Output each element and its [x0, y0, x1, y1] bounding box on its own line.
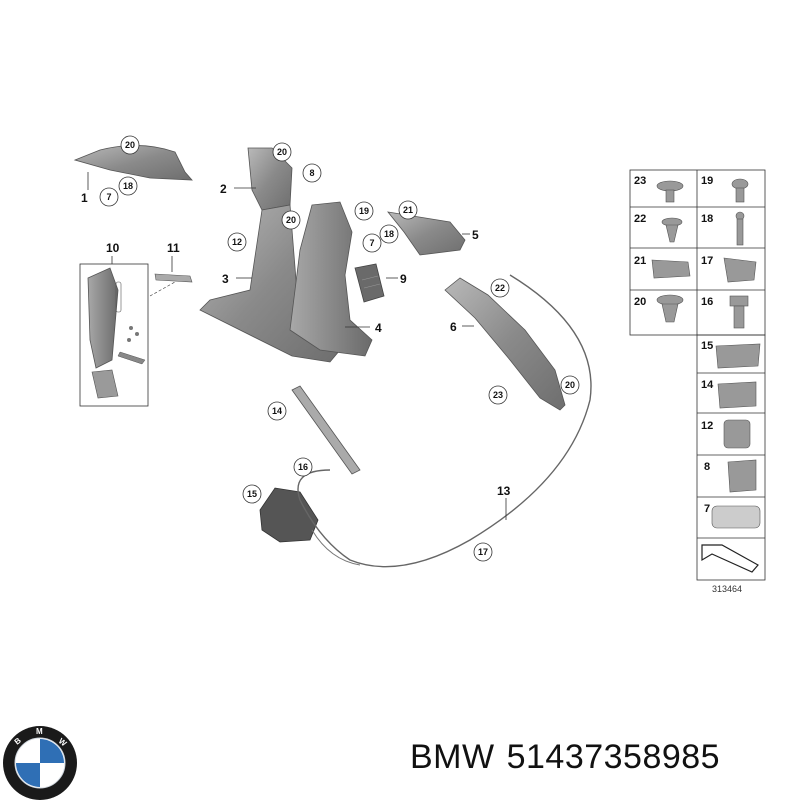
footer-caption: BMW 51437358985 — [410, 738, 732, 777]
table-cell-16: 16 — [701, 296, 713, 308]
part-1-label: 1 — [81, 191, 88, 205]
part-2-label: 2 — [220, 182, 227, 196]
part-1-trim — [73, 145, 193, 181]
part-9-label: 9 — [400, 272, 407, 286]
svg-text:15: 15 — [247, 489, 257, 499]
svg-text:7: 7 — [106, 192, 111, 202]
svg-text:22: 22 — [495, 283, 505, 293]
part-3-trim — [199, 204, 341, 363]
brand-name: BMW — [410, 738, 495, 776]
part-15-mechanism — [259, 487, 319, 543]
callout-12a: 12 — [227, 232, 247, 252]
svg-text:20: 20 — [286, 215, 296, 225]
callout-18a: 18 — [118, 176, 138, 196]
part-14-rail — [291, 385, 361, 475]
callout-7b: 7 — [362, 233, 382, 253]
part-11-label: 11 — [167, 241, 180, 255]
table-cell-22: 22 — [634, 213, 646, 225]
callout-20b: 20 — [272, 142, 292, 162]
callout-18b: 18 — [379, 224, 399, 244]
fastener-icons — [651, 178, 761, 529]
callout-19a: 19 — [354, 201, 374, 221]
callout-17a: 17 — [473, 542, 493, 562]
callout-14a: 14 — [267, 401, 287, 421]
svg-text:B: B — [13, 736, 23, 747]
callout-20d: 20 — [560, 375, 580, 395]
arrow-icon — [701, 544, 759, 573]
bmw-logo: B M W — [3, 726, 77, 800]
svg-text:14: 14 — [272, 406, 282, 416]
table-cell-17: 17 — [701, 255, 713, 267]
svg-text:19: 19 — [359, 206, 369, 216]
part-number: 51437358985 — [506, 738, 721, 776]
reference-number: 313464 — [712, 584, 742, 594]
table-cell-15: 15 — [701, 340, 713, 352]
table-cell-23: 23 — [634, 175, 646, 187]
callout-16a: 16 — [293, 457, 313, 477]
callout-22a: 22 — [490, 278, 510, 298]
callout-15a: 15 — [242, 484, 262, 504]
callout-7a: 7 — [99, 187, 119, 207]
part-13-cable — [297, 274, 592, 568]
part-9-grille — [354, 263, 385, 303]
part-13-label: 13 — [497, 484, 511, 498]
svg-text:20: 20 — [565, 380, 575, 390]
table-cell-21: 21 — [634, 255, 646, 267]
part-10-trim — [87, 267, 119, 369]
part-6-trim — [444, 277, 566, 411]
table-cell-18: 18 — [701, 213, 713, 225]
part-10-box — [79, 263, 149, 407]
svg-text:18: 18 — [384, 229, 394, 239]
svg-text:23: 23 — [493, 390, 503, 400]
svg-text:8: 8 — [309, 168, 314, 178]
callout-20a: 20 — [120, 135, 140, 155]
part-3-label: 3 — [222, 272, 229, 286]
table-cell-19: 19 — [701, 175, 713, 187]
table-cell-8: 8 — [704, 461, 710, 473]
part-4-label: 4 — [375, 321, 382, 335]
svg-text:16: 16 — [298, 462, 308, 472]
table-cell-7: 7 — [704, 503, 710, 515]
fastener-table — [629, 169, 766, 581]
svg-text:M: M — [36, 727, 43, 736]
svg-text:18: 18 — [123, 181, 133, 191]
part-11-strip — [154, 273, 193, 283]
part-5-label: 5 — [472, 228, 479, 242]
table-cell-12: 12 — [701, 420, 713, 432]
callout-8a: 8 — [302, 163, 322, 183]
svg-text:W: W — [57, 736, 69, 748]
callout-20c: 20 — [281, 210, 301, 230]
svg-text:7: 7 — [369, 238, 374, 248]
part-10-label: 10 — [106, 241, 120, 255]
table-cell-14: 14 — [701, 379, 714, 391]
table-cell-20: 20 — [634, 296, 646, 308]
svg-text:21: 21 — [403, 205, 413, 215]
svg-text:12: 12 — [232, 237, 242, 247]
part-5-trim — [387, 211, 466, 256]
svg-text:20: 20 — [125, 140, 135, 150]
callout-21a: 21 — [398, 200, 418, 220]
part-6-label: 6 — [450, 320, 457, 334]
svg-text:20: 20 — [277, 147, 287, 157]
part-10-clip — [91, 369, 119, 399]
part-4-trim — [289, 201, 373, 357]
callout-23a: 23 — [488, 385, 508, 405]
svg-text:17: 17 — [478, 547, 488, 557]
